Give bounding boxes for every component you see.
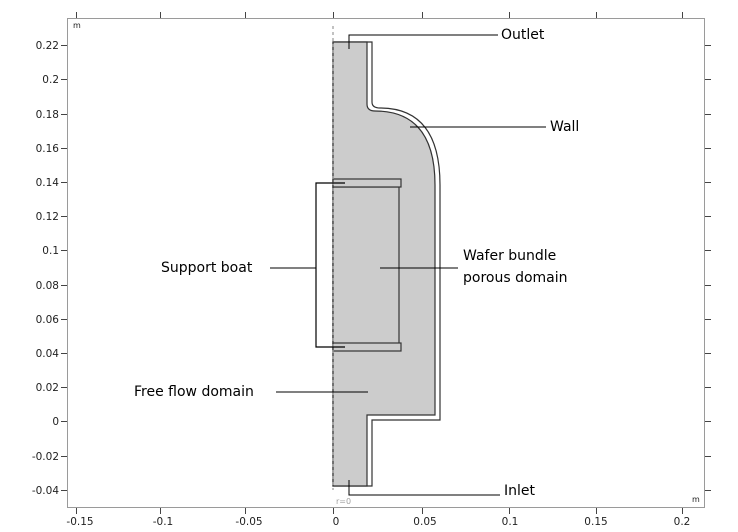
y-tick-label: 0.2	[42, 74, 59, 86]
y-tick-label: 0.16	[36, 143, 60, 155]
wafer-bundle-label-line2: porous domain	[463, 270, 568, 286]
x-tick-label: -0.1	[153, 516, 174, 528]
x-tick-label: 0	[333, 516, 340, 528]
inlet-leader	[348, 480, 500, 496]
symmetry-axis-label: r=0	[336, 497, 351, 506]
y-tick-marks	[61, 45, 711, 491]
x-tick-label: 0.2	[674, 516, 691, 528]
y-tick-label: 0.06	[36, 314, 60, 326]
y-tick-label: 0.22	[36, 40, 59, 52]
wafer-bundle-label-line1: Wafer bundle	[463, 248, 556, 264]
y-tick-label: 0.02	[36, 382, 59, 394]
y-tick-label: 0.1	[42, 245, 59, 257]
y-tick-label: 0.12	[36, 211, 59, 223]
x-tick-label: 0.15	[584, 516, 607, 528]
x-tick-label: -0.05	[235, 516, 262, 528]
wafer-bundle-region	[332, 186, 400, 346]
y-tick-label: 0.04	[36, 348, 60, 360]
y-tick-label: 0.14	[36, 177, 60, 189]
x-tick-marks	[76, 12, 683, 514]
y-tick-label: 0.18	[36, 109, 59, 121]
free-flow-label: Free flow domain	[134, 384, 254, 400]
outlet-leader	[348, 34, 498, 49]
x-tick-label: 0.1	[502, 516, 519, 528]
inlet-label: Inlet	[504, 483, 536, 499]
y-unit-label: m	[73, 21, 81, 30]
outlet-label: Outlet	[501, 27, 545, 43]
y-tick-label: 0	[52, 416, 59, 428]
support-boat-label: Support boat	[161, 260, 253, 276]
y-tick-labels: 0.22 0.2 0.18 0.16 0.14 0.12 0.1 0.08 0.…	[32, 40, 59, 497]
plot-frame	[67, 18, 705, 508]
x-unit-label: m	[692, 495, 700, 504]
y-tick-label: 0.08	[36, 280, 59, 292]
y-tick-label: -0.02	[32, 451, 59, 463]
y-tick-label: -0.04	[32, 485, 59, 497]
support-boat-bracket	[315, 182, 345, 348]
leader-lines	[270, 34, 546, 496]
x-tick-label: 0.05	[413, 516, 436, 528]
x-tick-labels: -0.15 -0.1 -0.05 0 0.05 0.1 0.15 0.2	[66, 516, 690, 528]
wall-label: Wall	[550, 119, 579, 135]
x-tick-label: -0.15	[66, 516, 93, 528]
